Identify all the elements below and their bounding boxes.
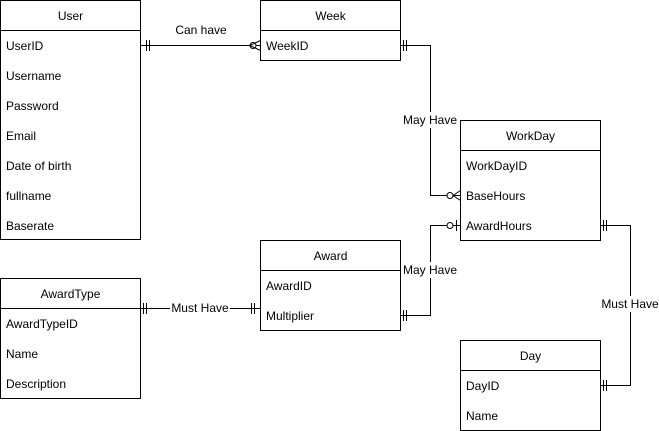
field-workday-workdayid: WorkDayID [466, 159, 527, 173]
field-workday-basehours: BaseHours [466, 189, 525, 203]
field-user-baserate: Baserate [6, 219, 54, 233]
relationship-label-must-have-day: Must Have [601, 297, 659, 311]
entity-week[interactable]: Week WeekID [260, 0, 401, 61]
entity-award-title: Award [314, 249, 348, 263]
field-award-awardid: AwardID [266, 279, 312, 293]
entity-day-title: Day [520, 349, 541, 363]
field-award-multiplier: Multiplier [266, 309, 314, 323]
field-user-username: Username [6, 69, 62, 83]
field-user-userid: UserID [6, 39, 44, 53]
field-user-fullname: fullname [6, 189, 52, 203]
field-awardtype-name: Name [6, 347, 38, 361]
field-awardtype-description: Description [6, 377, 66, 391]
field-workday-awardhours: AwardHours [466, 219, 532, 233]
entity-awardtype[interactable]: AwardType AwardTypeID Name Description [0, 278, 141, 399]
field-day-name: Name [466, 409, 498, 423]
entity-workday[interactable]: WorkDay WorkDayID BaseHours AwardHours [460, 120, 601, 241]
relationship-label-must-have-awardtype: Must Have [171, 301, 229, 315]
entity-week-title: Week [315, 9, 346, 23]
entity-user-title: User [58, 9, 83, 23]
field-awardtype-awardtypeid: AwardTypeID [6, 317, 78, 331]
entity-day[interactable]: Day DayID Name [460, 340, 601, 431]
entity-workday-title: WorkDay [506, 129, 555, 143]
field-week-weekid: WeekID [266, 39, 309, 53]
field-user-dob: Date of birth [6, 159, 71, 173]
relationship-week-workday: May Have [400, 40, 461, 201]
relationship-workday-day: Must Have [599, 220, 659, 391]
relationship-awardtype-award: Must Have [140, 300, 261, 316]
relationship-label-may-have-week: May Have [403, 113, 457, 127]
relationship-user-week: Can have [140, 22, 261, 51]
field-user-email: Email [6, 129, 36, 143]
field-day-dayid: DayID [466, 379, 500, 393]
relationship-award-workday: May Have [400, 220, 461, 321]
entity-user[interactable]: User UserID Username Password Email Date… [0, 0, 141, 240]
entity-award[interactable]: Award AwardID Multiplier [260, 240, 401, 331]
relationship-label-can-have: Can have [175, 23, 227, 37]
field-user-password: Password [6, 99, 59, 113]
relationship-label-may-have-award: May Have [403, 263, 457, 277]
entity-awardtype-title: AwardType [41, 287, 101, 301]
